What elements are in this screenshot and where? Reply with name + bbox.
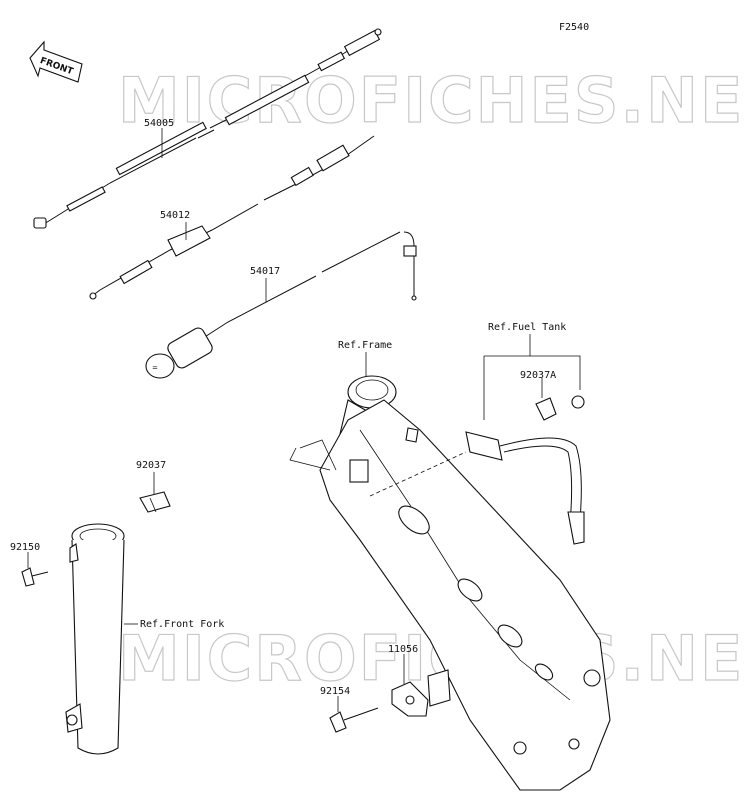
part-number-92037[interactable]: 92037 <box>136 460 166 471</box>
plate-11056[interactable] <box>391 669 451 717</box>
part-number-92150[interactable]: 92150 <box>10 542 40 553</box>
ref-front-fork[interactable]: Ref.Front Fork <box>140 619 224 630</box>
bolt-92154[interactable] <box>329 707 379 733</box>
part-number-11056[interactable]: 11056 <box>388 644 418 655</box>
cable-54005[interactable] <box>33 28 382 229</box>
frame[interactable] <box>289 375 611 791</box>
front-fork[interactable] <box>65 523 125 755</box>
part-number-54012[interactable]: 54012 <box>160 210 190 221</box>
part-number-54017[interactable]: 54017 <box>250 266 280 277</box>
part-number-54005[interactable]: 54005 <box>144 118 174 129</box>
part-number-92154[interactable]: 92154 <box>320 686 350 697</box>
cable-54017[interactable]: = <box>145 231 417 379</box>
bolt-92150[interactable] <box>21 567 49 587</box>
cable-54012[interactable] <box>89 135 375 300</box>
svg-text:=: = <box>152 364 158 372</box>
front-arrow-icon: FRONT <box>29 40 83 83</box>
clamp-92037[interactable] <box>139 491 171 513</box>
ref-fuel-tank[interactable]: Ref.Fuel Tank <box>488 322 566 333</box>
clamp-92037a[interactable] <box>535 395 585 421</box>
fuel-tank-bracket[interactable] <box>465 431 585 545</box>
ref-frame[interactable]: Ref.Frame <box>338 340 392 351</box>
part-number-92037a[interactable]: 92037A <box>520 370 556 381</box>
figure-id: F2540 <box>559 22 589 33</box>
watermark-top: MICROFICHES.NET <box>118 64 744 137</box>
